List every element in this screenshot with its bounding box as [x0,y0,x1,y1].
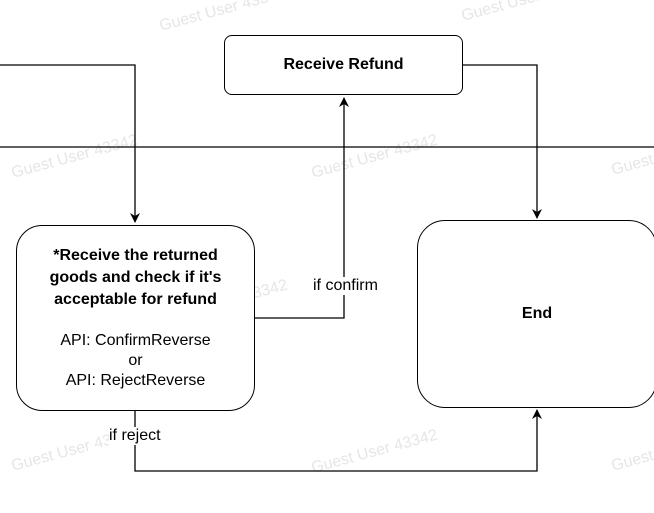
reject-edge-label: if reject [109,427,161,445]
end-node: End [417,220,654,408]
api-confirm-text: API: ConfirmReverse [60,332,211,349]
incoming-edge [0,64,140,223]
confirm-edge [255,97,349,319]
api-reject-text: API: RejectReverse [65,372,206,389]
end-label: End [521,305,553,322]
reject-edge [134,409,542,472]
confirm-edge-label: if confirm [313,277,378,295]
receive-refund-label: Receive Refund [283,56,404,73]
refund-to-end-edge [463,64,542,219]
check-goods-title: *Receive the returned goods and check if… [49,247,222,308]
check-goods-node: *Receive the returned goods and check if… [16,225,255,411]
receive-refund-node: Receive Refund [224,35,463,95]
or-text: or [128,352,143,369]
